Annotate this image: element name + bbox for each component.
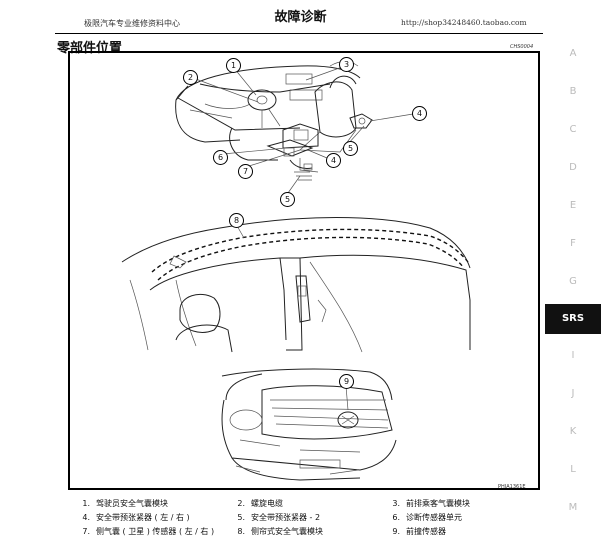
legend-num: 3. — [392, 499, 400, 508]
legend-item: 5. 安全带预张紧器 - 2 — [227, 512, 320, 523]
tab-m[interactable]: M — [568, 502, 578, 513]
tab-i[interactable]: I — [571, 350, 575, 361]
legend-text: 侧气囊 ( 卫星 ) 传感器 ( 左 / 右 ) — [96, 527, 215, 536]
callout-7-left: 7 — [238, 164, 253, 179]
legend-item: 1. 驾驶员安全气囊模块 — [72, 498, 168, 509]
callout-4-right: 4 — [412, 106, 427, 121]
legend-num: 5. — [237, 513, 245, 522]
page-title: 故障诊断 — [274, 10, 327, 25]
legend-item: 3. 前排乘客气囊模块 — [382, 498, 470, 509]
callout-1: 1 — [226, 58, 241, 73]
callout-4-center: 4 — [326, 153, 341, 168]
legend-item: 9. 前撞传感器 — [382, 526, 446, 537]
legend-num: 9. — [392, 527, 400, 536]
legend-item: 7. 侧气囊 ( 卫星 ) 传感器 ( 左 / 右 ) — [72, 526, 214, 537]
legend-num: 1. — [82, 499, 90, 508]
interior-view — [175, 61, 373, 181]
legend-text: 前排乘客气囊模块 — [406, 499, 470, 508]
legend-item: 4. 安全带预张紧器 ( 左 / 右 ) — [72, 512, 190, 523]
legend-text: 安全带预张紧器 ( 左 / 右 ) — [96, 513, 190, 522]
figure-code: PHIA1361E — [498, 484, 526, 490]
legend-num: 8. — [237, 527, 245, 536]
front-end-view — [221, 368, 397, 481]
legend-item: 6. 诊断传感器单元 — [382, 512, 462, 523]
legend-text: 安全带预张紧器 - 2 — [251, 513, 321, 522]
callout-8: 8 — [229, 213, 244, 228]
legend-item: 2. 螺旋电缆 — [227, 498, 283, 509]
tab-srs[interactable]: SRS — [545, 304, 601, 334]
tab-c[interactable]: C — [569, 124, 577, 135]
legend-num: 2. — [237, 499, 245, 508]
figure-frame — [68, 51, 540, 490]
tab-k[interactable]: K — [569, 426, 577, 437]
callout-3: 3 — [339, 57, 354, 72]
tab-b[interactable]: B — [569, 86, 577, 97]
legend-row: 1. 驾驶员安全气囊模块 2. 螺旋电缆 3. 前排乘客气囊模块 — [72, 498, 542, 510]
tab-a[interactable]: A — [569, 48, 577, 59]
section-code: CHS0004 — [510, 44, 534, 50]
curtain-airbag-view — [121, 217, 471, 353]
legend-row: 7. 侧气囊 ( 卫星 ) 传感器 ( 左 / 右 ) 8. 侧帘式安全气囊模块 9… — [72, 526, 542, 538]
legend-num: 7. — [82, 527, 90, 536]
legend-row: 4. 安全带预张紧器 ( 左 / 右 ) 5. 安全带预张紧器 - 2 6. 诊断传感… — [72, 512, 542, 524]
tab-g[interactable]: G — [569, 276, 577, 287]
legend-text: 诊断传感器单元 — [406, 513, 462, 522]
header-url[interactable]: http://shop34248460.taobao.com — [401, 18, 527, 27]
tab-f[interactable]: F — [570, 238, 576, 249]
legend-item: 8. 侧帘式安全气囊模块 — [227, 526, 323, 537]
callout-5: 5 — [280, 192, 295, 207]
callout-7-right: 5 — [343, 141, 358, 156]
callout-2: 2 — [183, 70, 198, 85]
header-rule — [55, 33, 543, 34]
section-tabs: A B C D E F G SRS I J K L M — [545, 40, 601, 552]
legend-num: 4. — [82, 513, 90, 522]
tab-j[interactable]: J — [571, 388, 575, 399]
legend-text: 前撞传感器 — [406, 527, 446, 536]
header-source: 极限汽车专业维修资料中心 — [84, 19, 180, 28]
tab-l[interactable]: L — [570, 464, 576, 475]
callout-6: 6 — [213, 150, 228, 165]
tab-e[interactable]: E — [569, 200, 577, 211]
tab-d[interactable]: D — [569, 162, 577, 173]
callout-9: 9 — [339, 374, 354, 389]
legend-text: 螺旋电缆 — [251, 499, 283, 508]
callout-group-top — [192, 65, 414, 194]
legend-num: 6. — [392, 513, 400, 522]
legend-text: 侧帘式安全气囊模块 — [251, 527, 323, 536]
legend-text: 驾驶员安全气囊模块 — [96, 499, 168, 508]
